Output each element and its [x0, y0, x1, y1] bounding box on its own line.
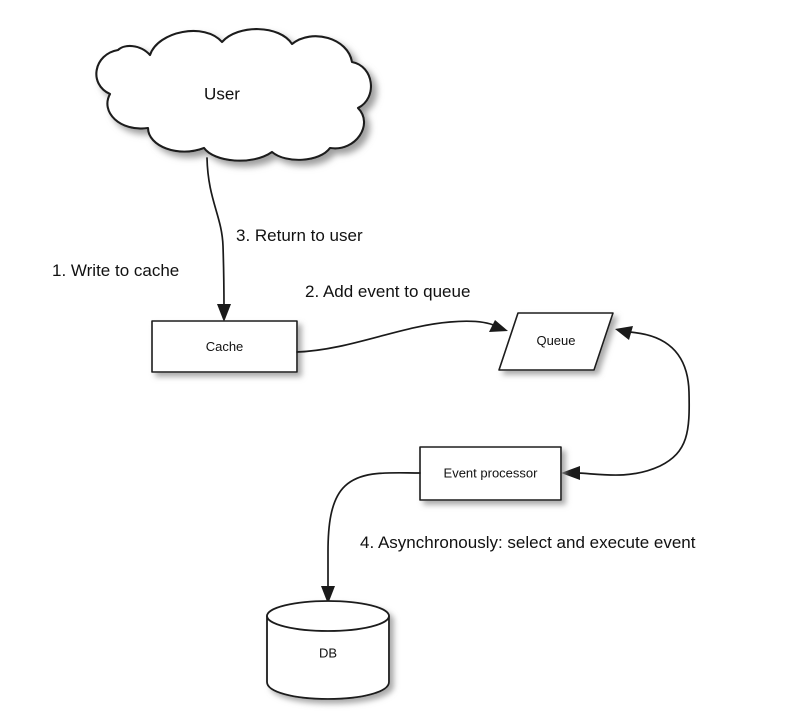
- node-cache-label: Cache: [206, 339, 244, 354]
- edge-loop-arrowhead-to-event-processor: [561, 466, 580, 480]
- edge-event-processor-to-db-arrowhead: [321, 586, 335, 604]
- node-queue-label: Queue: [536, 333, 575, 348]
- edge-event-processor-to-db-path: [327, 471, 421, 593]
- node-event-processor[interactable]: Event processor: [419, 446, 562, 501]
- step-label-4: 4. Asynchronously: select and execute ev…: [360, 533, 696, 552]
- queue-parallelogram-shape: [498, 312, 614, 371]
- node-user-label: User: [204, 84, 240, 103]
- node-db[interactable]: DB: [266, 600, 390, 700]
- edge-user-to-cache: [206, 157, 231, 322]
- edge-event-processor-to-db: [321, 471, 421, 604]
- node-cache[interactable]: Cache: [151, 320, 298, 373]
- edge-cache-to-queue-path: [296, 320, 497, 353]
- node-user[interactable]: User: [95, 28, 373, 162]
- step-label-1: 1. Write to cache: [52, 261, 180, 280]
- node-db-label: DB: [319, 645, 337, 660]
- edge-user-to-cache-arrowhead: [217, 304, 231, 322]
- node-event-processor-label: Event processor: [444, 465, 539, 480]
- step-label-3: 3. Return to user: [236, 226, 363, 245]
- db-cylinder-top: [266, 600, 390, 632]
- user-cloud-shape: [95, 28, 373, 162]
- step-label-2: 2. Add event to queue: [305, 282, 471, 301]
- cache-box-shape: [151, 320, 298, 373]
- edge-cache-to-queue-arrowhead: [489, 320, 508, 332]
- db-cylinder-body: [266, 615, 390, 700]
- edge-user-to-cache-path: [206, 157, 225, 311]
- db-cylinder-shape: [266, 600, 390, 700]
- edge-loop-arrowhead-to-queue: [615, 326, 633, 340]
- event-processor-box-shape: [419, 446, 562, 501]
- edge-queue-event-processor-loop-path: [577, 331, 691, 476]
- edge-cache-to-queue: [296, 320, 508, 353]
- node-queue[interactable]: Queue: [498, 312, 614, 371]
- edge-queue-event-processor-loop: [561, 326, 691, 480]
